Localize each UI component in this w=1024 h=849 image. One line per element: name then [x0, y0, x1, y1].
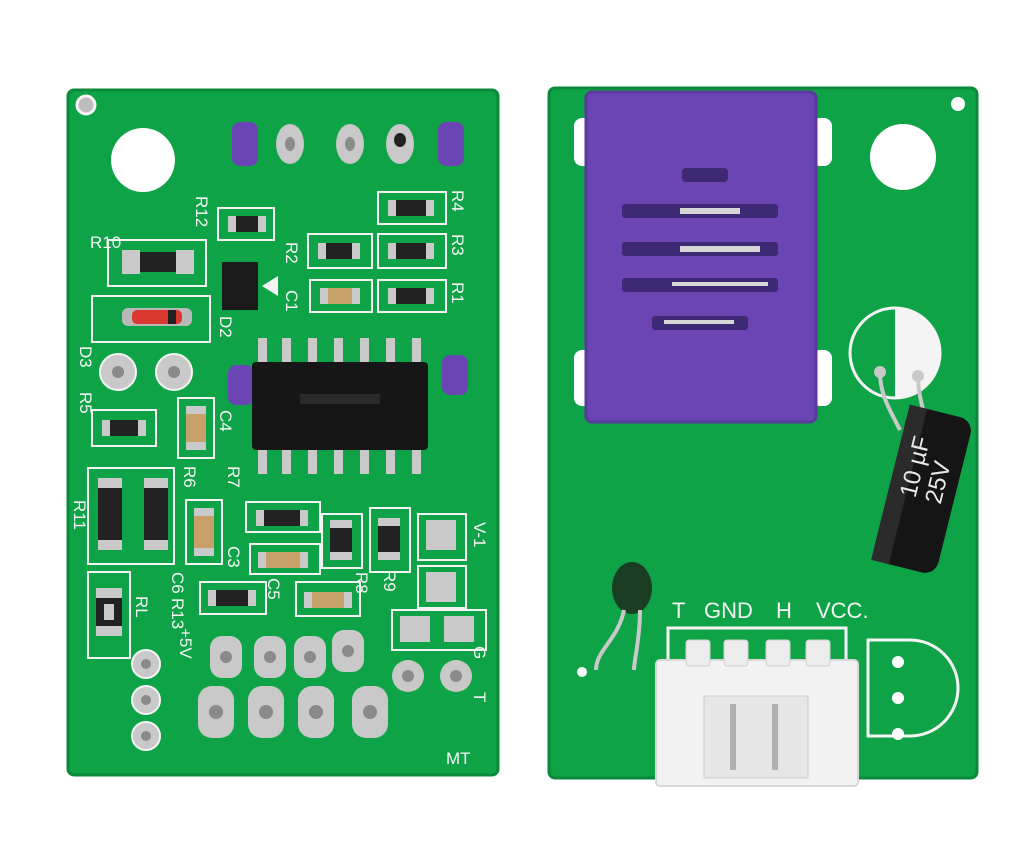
jst-connector — [655, 639, 859, 787]
top-pad-row — [232, 122, 464, 166]
corner-hole — [951, 97, 965, 111]
smd-components-top — [91, 191, 447, 343]
label-c4: C4 — [216, 410, 235, 432]
left-silkscreen-labels: R12 R10 R2 C1 R4 R3 R1 D2 D3 R5 C4 R6 R7… — [70, 190, 489, 768]
main-ic-chip — [228, 338, 468, 474]
connector-pin-labels: T GND H VCC. — [672, 598, 869, 623]
pin-label-t: T — [672, 598, 685, 623]
label-mt: MT — [446, 749, 471, 768]
d3-pads — [99, 353, 193, 391]
label-r1: R1 — [448, 282, 467, 304]
label-r10: R10 — [90, 233, 121, 252]
bottom-pad-rows — [131, 630, 472, 751]
pin-label-gnd: GND — [704, 598, 753, 623]
label-c3: C3 — [224, 546, 243, 568]
label-r5: R5 — [76, 392, 95, 414]
label-r11: R11 — [70, 500, 89, 530]
label-rl: RL — [132, 596, 151, 618]
humidity-sensor — [584, 90, 818, 424]
label-c1: C1 — [282, 290, 301, 312]
pin-label-vcc: VCC. — [816, 598, 869, 623]
connector-outline — [666, 626, 960, 738]
label-r12: R12 — [192, 196, 211, 227]
label-r6: R6 — [180, 466, 199, 488]
left-pcb-board: R12 R10 R2 C1 R4 R3 R1 D2 D3 R5 C4 R6 R7… — [66, 88, 500, 777]
label-r9: R9 — [380, 570, 399, 592]
electrolytic-capacitor: 10 µF 25V — [848, 306, 971, 573]
label-r4: R4 — [448, 190, 467, 212]
label-r7: R7 — [224, 466, 243, 488]
smd-parts-middle — [96, 406, 474, 642]
pin-label-h: H — [776, 598, 792, 623]
thermistor — [577, 562, 652, 677]
right-pcb-board: 10 µF 25V T GND H VCC. — [547, 86, 979, 787]
mounting-hole-right — [870, 124, 936, 190]
label-c6: C6 — [168, 572, 187, 594]
label-d2: D2 — [216, 316, 235, 338]
label-d3: D3 — [76, 346, 95, 368]
mounting-hole — [111, 128, 175, 192]
label-r8: R8 — [352, 572, 371, 594]
corner-fiducial — [75, 94, 97, 116]
label-t: T — [470, 692, 489, 702]
unpopulated-3pin — [892, 656, 904, 740]
label-g: G — [470, 646, 489, 659]
smd-components-middle — [87, 397, 487, 659]
label-r13: R13 — [168, 598, 187, 629]
label-v1: V-1 — [470, 522, 489, 548]
label-r3: R3 — [448, 234, 467, 256]
label-c5: C5 — [264, 578, 283, 600]
label-r2: R2 — [282, 242, 301, 264]
smd-parts — [122, 200, 434, 326]
label-plus5v: +5V — [176, 628, 195, 659]
